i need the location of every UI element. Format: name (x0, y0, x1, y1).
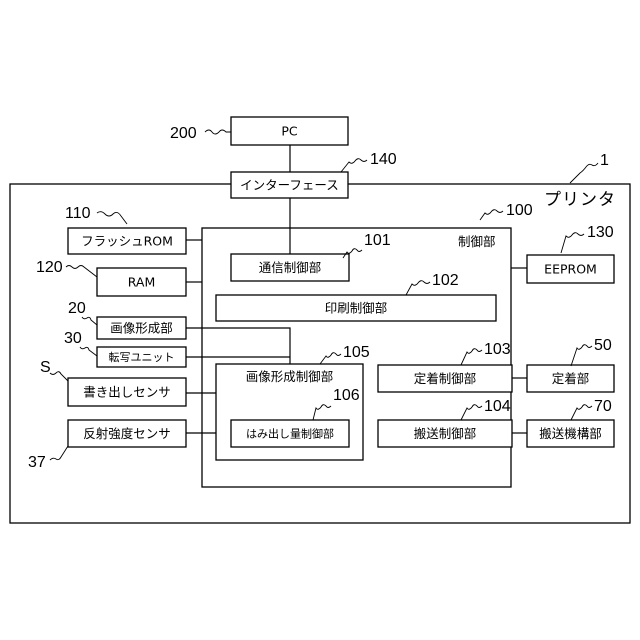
ref-104: 104 (484, 398, 511, 415)
controller-label: 制御部 (458, 234, 496, 249)
ref-S: S (40, 359, 51, 376)
leader-110 (97, 212, 127, 224)
pc-label: PC (281, 124, 298, 139)
image-forming-ctrl-label: 画像形成制御部 (246, 369, 334, 384)
ref-102: 102 (432, 272, 459, 289)
ref-70: 70 (594, 398, 612, 415)
interface-label: インターフェース (240, 178, 339, 193)
ref-105: 105 (343, 344, 370, 361)
leader-S (50, 372, 68, 381)
leader-105 (320, 353, 341, 364)
leader-120 (66, 266, 97, 278)
transfer-unit-label: 転写ユニット (109, 351, 175, 364)
ref-110: 110 (65, 205, 91, 222)
ref-30: 30 (64, 330, 82, 347)
print-ctrl-label: 印刷制御部 (325, 301, 388, 316)
ram-label: RAM (128, 275, 156, 290)
eeprom-label: EEPROM (544, 262, 597, 277)
fixing-unit-label: 定着部 (552, 371, 590, 386)
leader-100 (480, 210, 503, 220)
ref-106: 106 (333, 387, 360, 404)
leader-103 (461, 349, 482, 365)
ref-37: 37 (28, 454, 46, 471)
leader-200 (205, 130, 231, 134)
ref-200: 200 (170, 125, 197, 142)
ref-100: 100 (506, 202, 533, 219)
ref-120: 120 (36, 259, 63, 276)
leader-70 (571, 405, 592, 420)
leader-50 (571, 345, 592, 366)
image-forming-unit-label: 画像形成部 (110, 321, 173, 336)
ref-101: 101 (364, 232, 391, 249)
leader-1 (570, 163, 598, 183)
leader-20 (82, 317, 97, 325)
conveyance-ctrl-label: 搬送制御部 (414, 426, 477, 441)
leader-104 (461, 405, 482, 420)
leader-30 (80, 347, 97, 356)
reflect-sensor-label: 反射強度センサ (83, 426, 171, 441)
flash-rom-label: フラッシュROM (81, 234, 173, 249)
ref-103: 103 (484, 341, 511, 358)
leader-130 (561, 233, 584, 253)
overrun-ctrl-label: はみ出し量制御部 (246, 427, 334, 441)
ref-130: 130 (587, 224, 614, 241)
ref-20: 20 (68, 300, 86, 317)
fixing-ctrl-label: 定着制御部 (414, 371, 477, 386)
write-sensor-label: 書き出しセンサ (83, 385, 171, 400)
ref-50: 50 (594, 337, 612, 354)
leader-37 (50, 446, 68, 460)
ref-140: 140 (370, 151, 397, 168)
ref-1: 1 (600, 152, 609, 169)
printer-title: プリンタ (544, 190, 616, 210)
leader-102 (406, 281, 430, 295)
conveyance-mech-label: 搬送機構部 (539, 426, 602, 441)
leader-140 (341, 159, 367, 172)
comm-ctrl-label: 通信制御部 (259, 260, 322, 275)
